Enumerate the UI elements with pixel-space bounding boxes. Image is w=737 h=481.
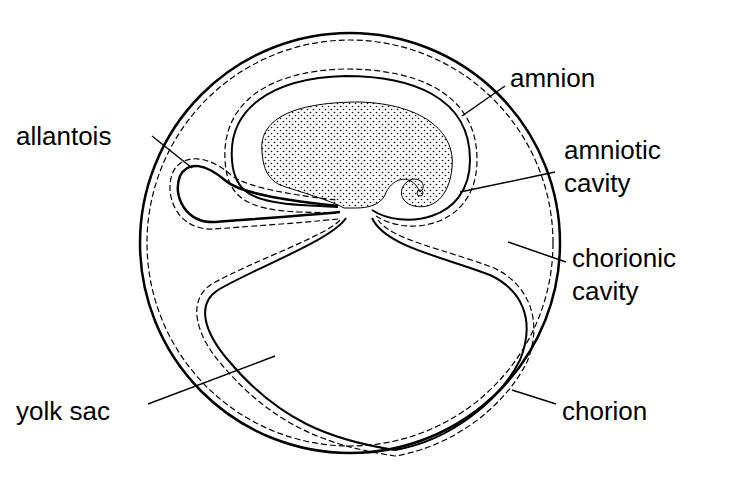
embryo-eye: [417, 190, 423, 196]
part-label: amnion: [510, 62, 595, 95]
part-label: amniotic cavity: [564, 134, 724, 200]
yolk-sac-wall: [205, 218, 527, 450]
amnion-dashed: [225, 69, 477, 226]
part-label: chorionic cavity: [572, 242, 732, 308]
amnion-wall: [232, 76, 470, 220]
part-label: yolk sac: [16, 395, 110, 428]
embryo: [262, 102, 453, 208]
part-label: chorion: [562, 395, 647, 428]
part-label: allantois: [16, 120, 111, 153]
leader-line: [462, 86, 505, 116]
leader-line: [512, 390, 556, 404]
leader-line: [508, 242, 566, 262]
leader-line: [152, 136, 192, 168]
leader-line: [460, 172, 555, 192]
chorion-inner: [147, 40, 553, 446]
leader-line: [148, 356, 275, 404]
yolk-sac-dashed: [197, 220, 534, 456]
chorion-outline: [140, 33, 560, 453]
